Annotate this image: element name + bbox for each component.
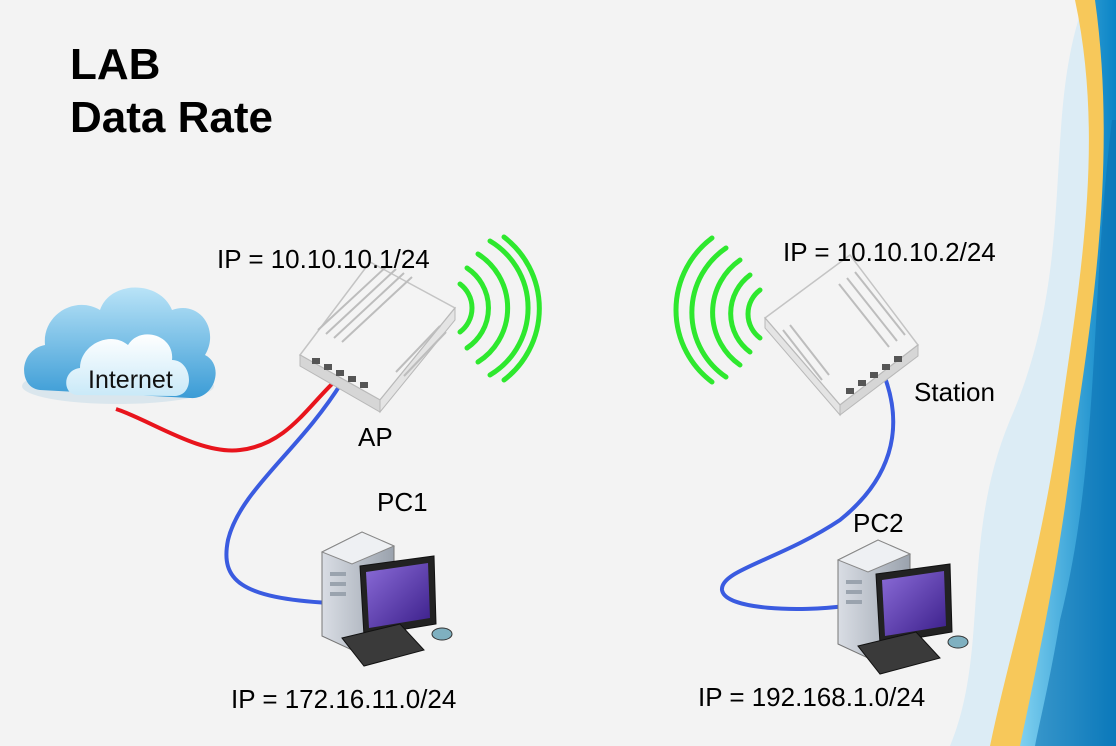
ap-router-icon — [298, 261, 457, 414]
internet-cloud-icon — [22, 287, 216, 404]
station-ip-label: IP = 10.10.10.2/24 — [783, 237, 996, 267]
title-line-1: LAB — [70, 40, 161, 89]
station-label: Station — [914, 377, 995, 407]
pc1-computer-icon — [320, 531, 453, 667]
ap-label: AP — [358, 422, 393, 452]
ap-wireless-signal-icon — [457, 234, 542, 383]
title-line-2: Data Rate — [70, 93, 273, 142]
station-wireless-signal-icon — [673, 235, 763, 385]
background-wave-decoration — [950, 0, 1116, 746]
pc1-link-cable — [224, 380, 344, 605]
slide-title: LAB Data Rate — [70, 38, 273, 144]
internet-link-cable — [115, 380, 336, 453]
ap-ip-label: IP = 10.10.10.1/24 — [217, 244, 430, 274]
pc2-ip-label: IP = 192.168.1.0/24 — [698, 682, 926, 712]
pc2-computer-icon — [836, 539, 969, 675]
pc1-ip-label: IP = 172.16.11.0/24 — [231, 684, 457, 714]
pc1-label: PC1 — [377, 487, 428, 517]
station-router-icon — [763, 253, 920, 417]
pc2-link-cable — [720, 374, 896, 611]
pc2-label: PC2 — [853, 508, 904, 538]
internet-label: Internet — [88, 366, 173, 394]
